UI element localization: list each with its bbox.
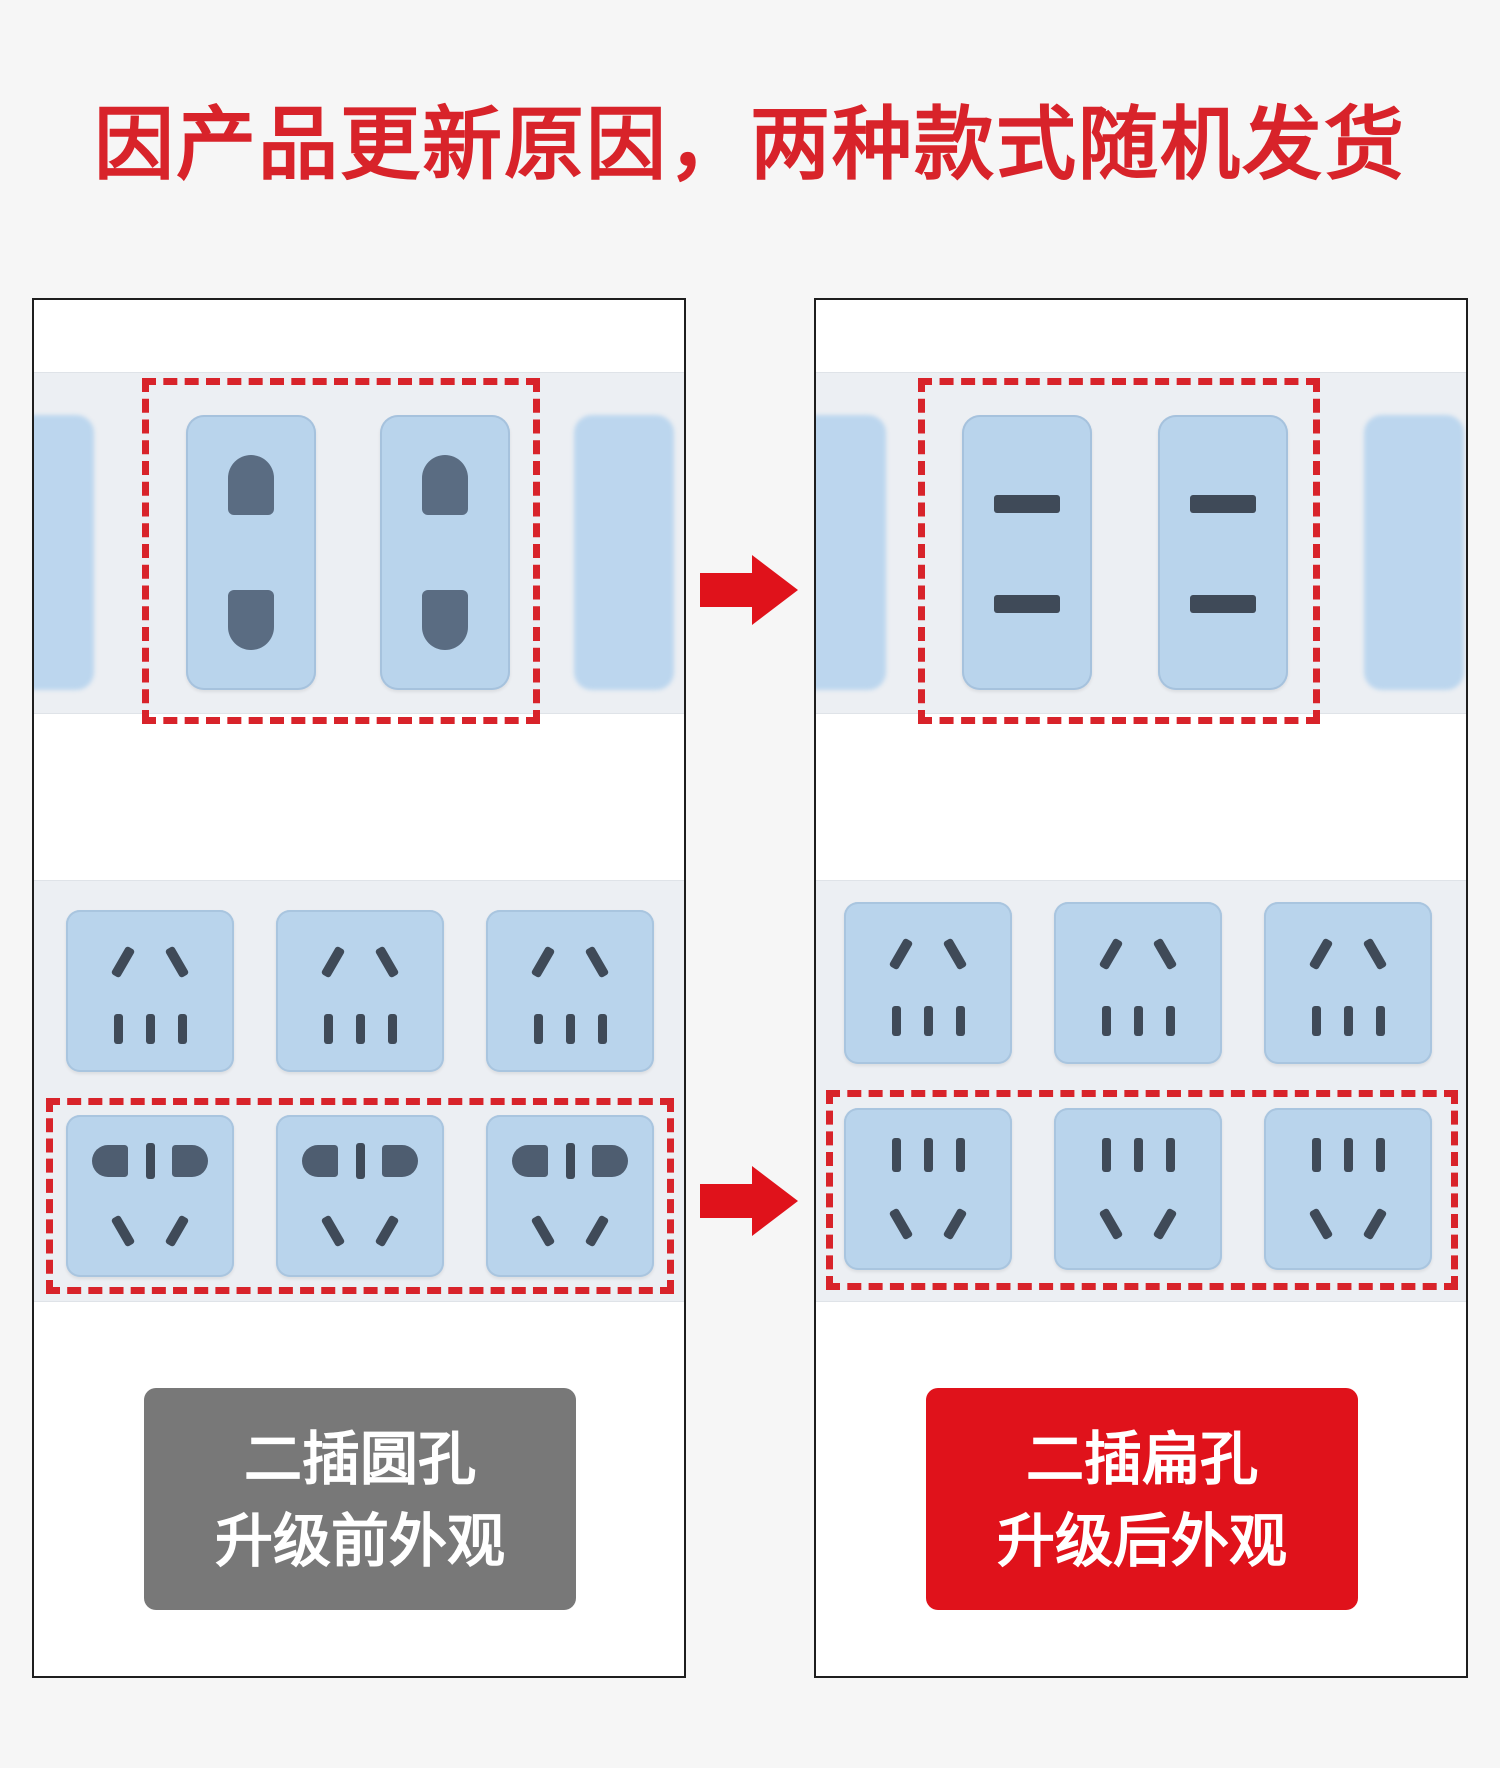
round-pin-hole: [228, 455, 274, 515]
after-panel: 二插扁孔 升级后外观: [814, 298, 1468, 1678]
three-pin-socket: [276, 910, 444, 1072]
round-pin-hole: [422, 455, 468, 515]
flat-pin-hole: [994, 595, 1060, 613]
five-hole-socket-round: [276, 1115, 444, 1277]
right-arrow-icon: [700, 555, 798, 625]
after-label: 二插扁孔 升级后外观: [926, 1388, 1358, 1610]
highlight-box-top: [142, 378, 540, 724]
right-arrow-icon: [700, 1166, 798, 1236]
socket-partial-left: [816, 415, 886, 690]
after-label-line1: 二插扁孔: [1025, 1425, 1258, 1493]
highlight-box-bottom: [46, 1098, 674, 1294]
before-label-line1: 二插圆孔: [243, 1425, 476, 1493]
round-pin-hole: [228, 590, 274, 650]
three-pin-socket: [844, 902, 1012, 1064]
flat-pin-socket: [962, 415, 1092, 690]
round-pin-hole: [422, 590, 468, 650]
three-pin-socket: [486, 910, 654, 1072]
socket-partial-left: [34, 415, 94, 690]
five-hole-socket-round: [66, 1115, 234, 1277]
flat-pin-hole: [1190, 495, 1256, 513]
before-panel: 二插圆孔 升级前外观: [32, 298, 686, 1678]
socket-partial-right: [574, 415, 674, 690]
before-label-line2: 升级前外观: [214, 1507, 505, 1575]
round-pin-socket: [186, 415, 316, 690]
five-hole-socket-flat: [1054, 1108, 1222, 1270]
flat-pin-hole: [1190, 595, 1256, 613]
highlight-box-top: [918, 378, 1320, 724]
highlight-box-bottom: [826, 1090, 1458, 1290]
before-label: 二插圆孔 升级前外观: [144, 1388, 576, 1610]
headline: 因产品更新原因，两种款式随机发货: [94, 98, 1406, 191]
flat-pin-hole: [994, 495, 1060, 513]
socket-partial-right: [1364, 415, 1464, 690]
round-pin-socket: [380, 415, 510, 690]
after-label-line2: 升级后外观: [996, 1507, 1287, 1575]
five-hole-socket-flat: [844, 1108, 1012, 1270]
five-hole-socket-round: [486, 1115, 654, 1277]
three-pin-socket: [66, 910, 234, 1072]
flat-pin-socket: [1158, 415, 1288, 690]
five-hole-socket-flat: [1264, 1108, 1432, 1270]
three-pin-socket: [1054, 902, 1222, 1064]
three-pin-socket: [1264, 902, 1432, 1064]
